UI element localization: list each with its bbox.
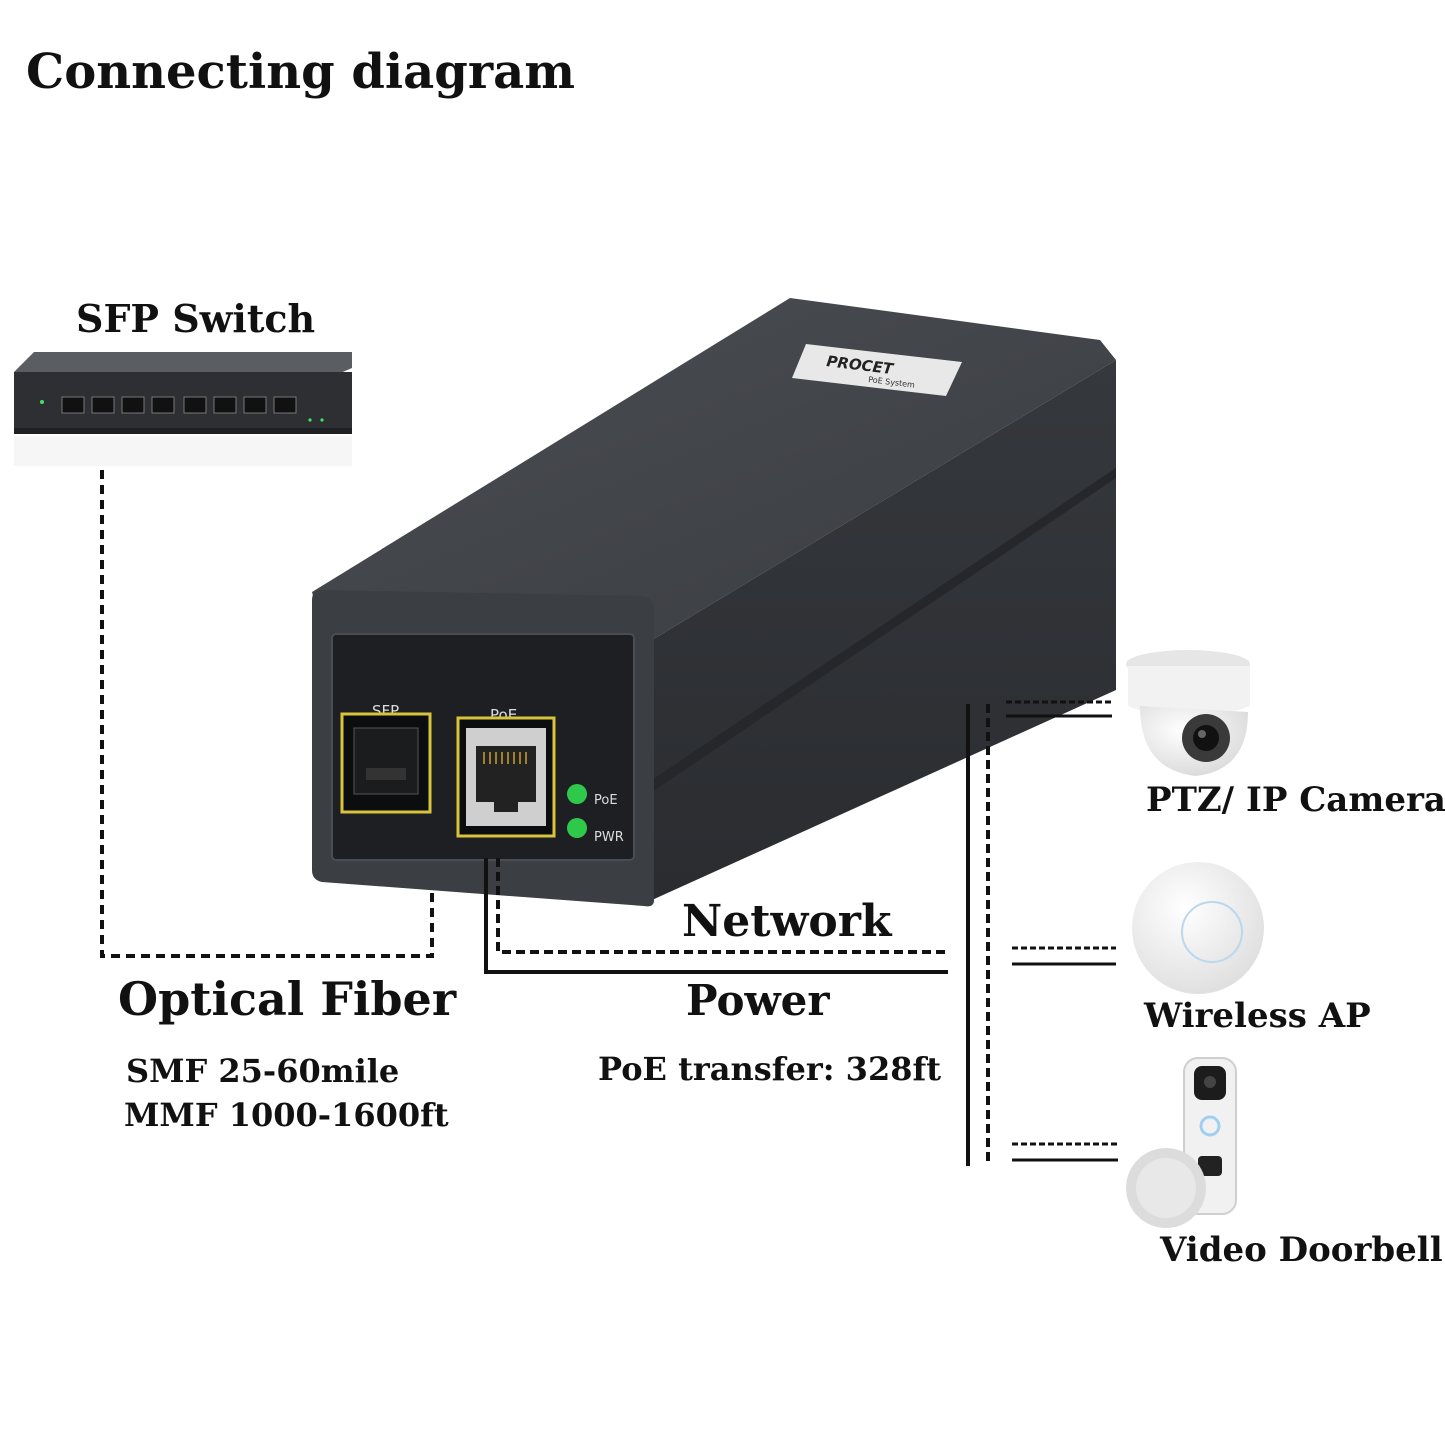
device-label-doorbell: Video Doorbell [1160, 1230, 1443, 1270]
page-title: Connecting diagram [26, 44, 575, 100]
smf-distance-label: SMF 25-60mile [126, 1052, 400, 1090]
sfp-switch-label: SFP Switch [76, 296, 316, 341]
access-point-icon [1132, 862, 1264, 994]
poe-led [567, 784, 587, 804]
network-line [496, 858, 948, 954]
mmf-distance-label: MMF 1000-1600ft [124, 1096, 449, 1134]
optical-fiber-label: Optical Fiber [118, 972, 457, 1026]
fiber-line [100, 470, 434, 958]
camera-icon [1126, 650, 1250, 776]
sfp-switch-icon [14, 352, 352, 466]
poe-transfer-label: PoE transfer: 328ft [598, 1050, 942, 1088]
pwr-led [567, 818, 587, 838]
power-line [484, 858, 948, 974]
led-poe-label: PoE [594, 793, 618, 808]
power-label: Power [686, 976, 830, 1025]
led-pwr-label: PWR [594, 830, 624, 845]
device-label-ap: Wireless AP [1144, 996, 1371, 1036]
network-label: Network [682, 896, 892, 947]
doorbell-icon [1126, 1057, 1237, 1228]
device-label-camera: PTZ/ IP Camera [1146, 780, 1445, 820]
poe-injector-icon: PROCET PoE System SFP PoE PoE PWR [312, 298, 1116, 907]
